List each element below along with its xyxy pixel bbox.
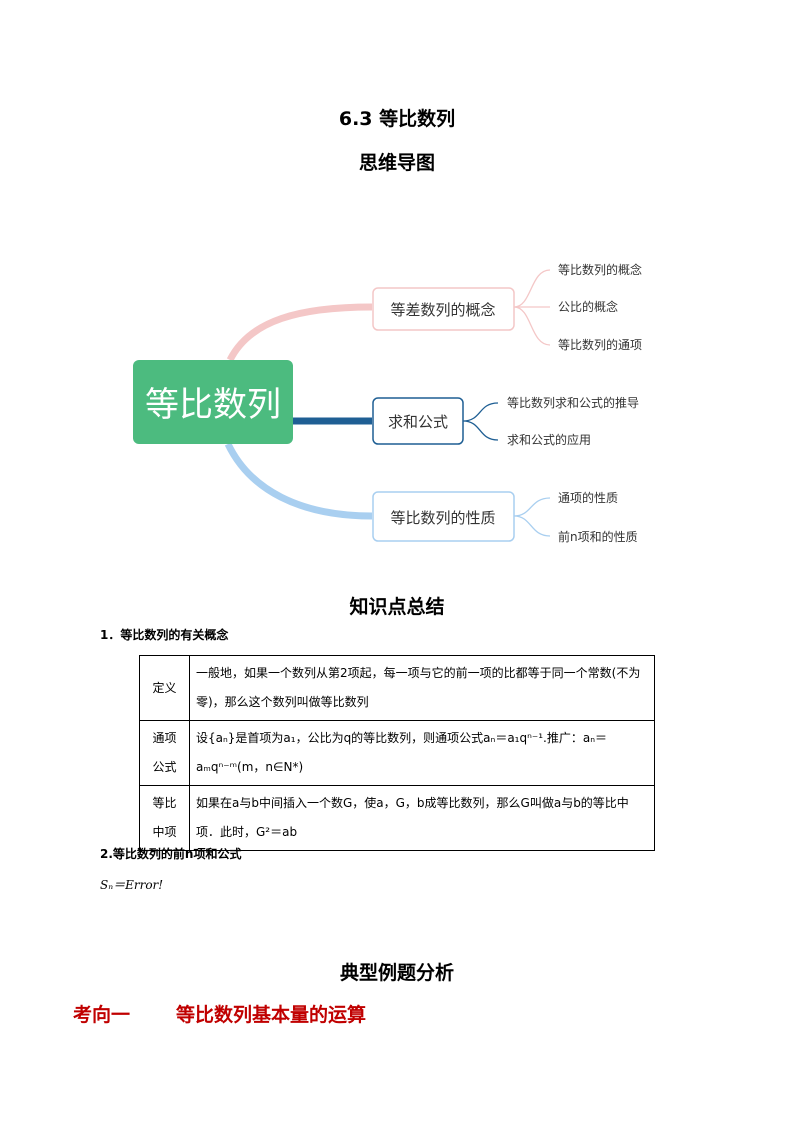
branch-connector-3 — [224, 442, 373, 520]
leaf-connector-3 — [513, 497, 551, 537]
examples-heading: 典型例题分析 — [339, 962, 454, 984]
row-content-geometric-mean: 如果在a与b中间插入一个数G，使a，G，b成等比数列，那么G叫做a与b的等比中项… — [189, 785, 655, 851]
leaf-1-1: 等比数列的概念 — [558, 262, 642, 277]
branch-label-3: 等比数列的性质 — [390, 509, 495, 527]
section1-heading: 1．等比数列的有关概念 — [100, 628, 229, 642]
kaoxiang-title: 等比数列基本量的运算 — [176, 1004, 367, 1026]
section2-heading: 2.等比数列的前n项和公式 — [100, 847, 242, 861]
row-label-general-term: 通项 公式 — [139, 720, 190, 786]
mind-map: 等比数列 等差数列的概念 等比数列的概念 公比的概念 等比数列的通项 求和公式 … — [133, 262, 642, 544]
leaf-2-2: 求和公式的应用 — [507, 432, 591, 447]
branch-label-2: 求和公式 — [388, 413, 448, 431]
table-row: 定义 一般地，如果一个数列从第2项起，每一项与它的前一项的比都等于同一个常数(不… — [139, 655, 655, 721]
row-label-definition: 定义 — [139, 655, 190, 721]
leaf-connector-1 — [513, 269, 551, 346]
row-content-definition: 一般地，如果一个数列从第2项起，每一项与它的前一项的比都等于同一个常数(不为零)… — [189, 655, 655, 721]
root-label: 等比数列 — [145, 385, 281, 425]
branch-node-1 — [372, 287, 515, 331]
leaf-2-1: 等比数列求和公式的推导 — [507, 395, 639, 410]
leaf-3-2: 前n项和的性质 — [558, 529, 638, 544]
page-title: 6.3 等比数列 — [338, 108, 456, 130]
leaf-connector-2 — [462, 402, 499, 441]
concept-table: 定义 一般地，如果一个数列从第2项起，每一项与它的前一项的比都等于同一个常数(不… — [139, 655, 655, 851]
kaoxiang-header: 考向一 等比数列基本量的运算 — [73, 1000, 412, 1027]
sum-formula: Sₙ＝Error! — [100, 878, 164, 892]
row-label-geometric-mean: 等比 中项 — [139, 785, 190, 851]
leaf-1-3: 等比数列的通项 — [558, 337, 642, 352]
row-content-general-term: 设{aₙ}是首项为a₁，公比为q的等比数列，则通项公式aₙ＝a₁qⁿ⁻¹.推广：… — [189, 720, 655, 786]
kaoxiang-label: 考向一 — [73, 1004, 131, 1026]
table-row: 通项 公式 设{aₙ}是首项为a₁，公比为q的等比数列，则通项公式aₙ＝a₁qⁿ… — [139, 720, 655, 786]
branch-label-1: 等差数列的概念 — [390, 301, 495, 319]
summary-heading: 知识点总结 — [349, 596, 445, 618]
leaf-3-1: 通项的性质 — [558, 490, 618, 505]
leaf-1-2: 公比的概念 — [558, 299, 618, 314]
root-node — [133, 360, 293, 444]
mindmap-heading: 思维导图 — [358, 152, 435, 174]
branch-connector-1 — [226, 303, 373, 362]
table-row: 等比 中项 如果在a与b中间插入一个数G，使a，G，b成等比数列，那么G叫做a与… — [139, 785, 655, 851]
